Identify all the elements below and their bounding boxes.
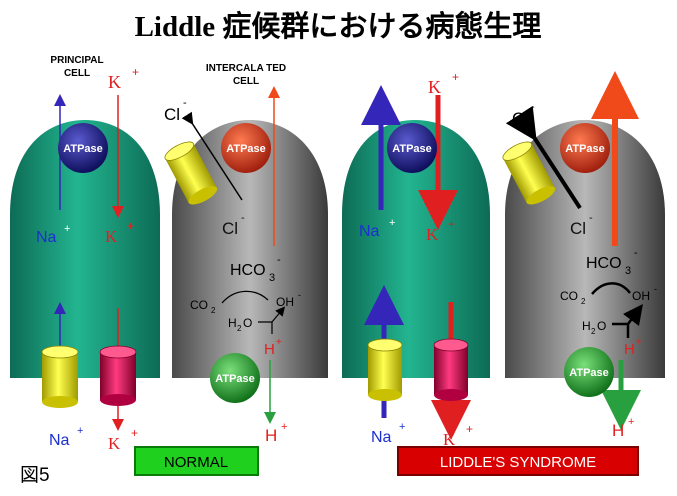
- co2-label: CO: [190, 298, 208, 312]
- diagram-title: Liddle 症候群における病態生理: [135, 9, 542, 43]
- co2-oh-reaction-arrow: [591, 282, 631, 295]
- normal-legend-bar: NORMAL: [134, 446, 259, 476]
- normal-label: NORMAL: [164, 454, 228, 471]
- cl-arrow-liddle: [505, 105, 582, 210]
- atpase-pump-red-normal: [221, 123, 271, 173]
- plus-sign: +: [64, 223, 70, 235]
- k-ion-label: K: [443, 430, 456, 449]
- cl-channel-liddle: [502, 141, 556, 205]
- k-ion-label: K: [108, 72, 121, 92]
- oh-label: OH: [632, 289, 650, 303]
- plus-sign: +: [132, 65, 139, 79]
- cl-ion-label: Cl: [512, 109, 528, 128]
- atpase-label: ATPase: [215, 373, 255, 385]
- atpase-pump-blue-liddle: [387, 123, 437, 173]
- k-ion-label: K: [108, 434, 121, 453]
- intercalated-cell-label-2: CELL: [233, 76, 259, 87]
- co2-label: CO: [560, 289, 578, 303]
- plus-sign: +: [452, 70, 459, 84]
- hco3-subscript: 3: [269, 272, 275, 284]
- cl-ion-label: Cl: [222, 219, 238, 238]
- plus-sign: +: [636, 337, 642, 348]
- co2-subscript: 2: [211, 306, 216, 315]
- co2-subscript: 2: [581, 297, 586, 306]
- plus-sign: +: [276, 337, 282, 348]
- cl-channel-normal: [164, 141, 218, 205]
- oh-formation-arrow: [623, 304, 643, 326]
- atpase-pump-green-liddle: [564, 347, 614, 397]
- atpase-label: ATPase: [565, 143, 605, 155]
- minus-sign: -: [298, 290, 301, 300]
- minus-sign: -: [531, 101, 535, 113]
- plus-sign: +: [399, 421, 405, 433]
- atpase-label: ATPase: [392, 143, 432, 155]
- plus-sign: +: [389, 217, 395, 229]
- hco3-subscript: 3: [625, 265, 631, 277]
- minus-sign: -: [241, 212, 245, 224]
- minus-sign: -: [589, 212, 593, 224]
- plus-sign: +: [77, 425, 83, 437]
- k-channel-liddle: [433, 338, 469, 401]
- na-ion-label: Na: [36, 229, 57, 246]
- atpase-pump-blue-normal: [58, 123, 108, 173]
- co2-oh-reaction-arrow: [221, 290, 269, 304]
- cl-ion-label: Cl: [164, 105, 180, 124]
- h2o-subscript: 2: [591, 327, 596, 336]
- cl-arrow-normal: [181, 111, 243, 201]
- hco3-label: HCO: [230, 262, 266, 279]
- h2o-label: H: [228, 316, 237, 330]
- liddle-legend-bar: LIDDLE'S SYNDROME: [397, 446, 639, 476]
- minus-sign: -: [654, 284, 657, 294]
- h-ion-label: H: [264, 341, 275, 358]
- hco3-label: HCO: [586, 255, 622, 272]
- cl-ion-label: Cl: [570, 219, 586, 238]
- minus-sign: -: [277, 254, 281, 266]
- plus-sign: +: [628, 416, 634, 428]
- h2o-tail: O: [243, 316, 252, 330]
- k-ion-label: K: [105, 227, 118, 246]
- h2o-label: H: [582, 319, 591, 333]
- k-ion-label: K: [426, 225, 439, 244]
- na-ion-label: Na: [49, 432, 70, 449]
- k-channel-normal: [99, 345, 137, 406]
- na-ion-label: Na: [359, 223, 380, 240]
- atpase-label: ATPase: [569, 367, 609, 379]
- na-ion-label: Na: [371, 429, 392, 446]
- atpase-label: ATPase: [226, 143, 266, 155]
- minus-sign: -: [634, 247, 638, 259]
- plus-sign: +: [131, 426, 138, 440]
- plus-sign: +: [127, 219, 134, 233]
- atpase-pump-red-liddle: [560, 123, 610, 173]
- h2o-tail: O: [597, 319, 606, 333]
- h2o-subscript: 2: [237, 324, 242, 333]
- k-ion-label: K: [428, 77, 441, 97]
- h-ion-label: H: [624, 341, 635, 358]
- minus-sign: -: [183, 97, 187, 109]
- na-channel-liddle: [367, 338, 403, 401]
- plus-sign: +: [281, 421, 287, 433]
- intercalated-cell-label-1: INTERCALA TED: [206, 63, 286, 74]
- atpase-pump-green-normal: [210, 353, 260, 403]
- oh-formation-arrow: [271, 306, 286, 323]
- plus-sign: +: [466, 422, 473, 436]
- h-ion-label: H: [265, 426, 277, 445]
- na-channel-normal: [41, 345, 79, 408]
- liddle-syndrome-label: LIDDLE'S SYNDROME: [440, 454, 596, 471]
- principal-cell-label-1: PRINCIPAL: [50, 55, 103, 66]
- plus-sign: +: [448, 217, 455, 231]
- principal-cell-label-2: CELL: [64, 68, 90, 79]
- atpase-label: ATPase: [63, 143, 103, 155]
- h-ion-label: H: [612, 421, 624, 440]
- oh-label: OH: [276, 295, 294, 309]
- principal-cell-normal: [10, 120, 160, 378]
- figure-label: 図5: [20, 465, 50, 486]
